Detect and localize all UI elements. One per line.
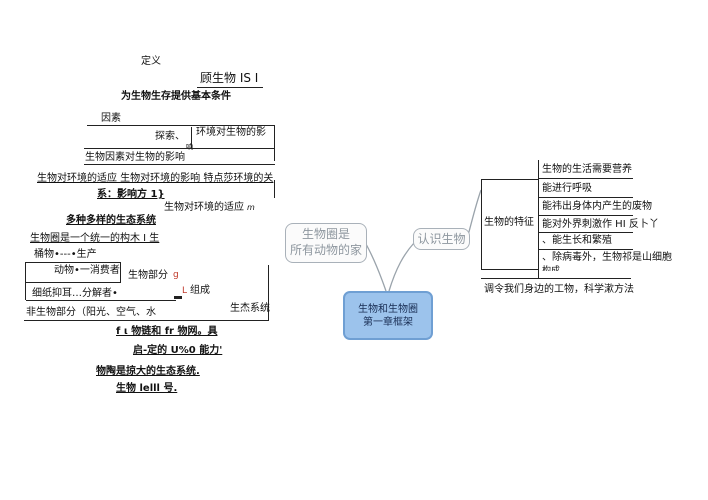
affect-line-text: 系：影响方 1}	[97, 189, 165, 200]
trait-item-7: 构成	[542, 266, 561, 271]
trait-item-3: 能祎出身体内产生的废物	[542, 201, 652, 212]
trait-item-6: 、除病毒外，生物祁是山细胞	[542, 252, 672, 263]
traits-outer-vline	[481, 179, 482, 269]
decomposer-line	[26, 300, 176, 301]
trait-sep-1	[538, 178, 633, 179]
largest-ecosystem-text: 物陶是掠大的生态系统.	[96, 366, 200, 377]
trait-item-1: 生物的生活需要营养	[542, 164, 632, 175]
bio-factor-bottom-line	[84, 164, 275, 165]
provide-conditions-text: 为生物生存提供基本条件	[121, 91, 231, 102]
producer-line	[26, 262, 121, 263]
ecosystem-label: 生杰系统	[230, 303, 270, 314]
decomposer-text: 细纸抑耳…分解者•	[32, 288, 118, 299]
biosphere-branch-line1: 生物圈是	[301, 227, 350, 241]
composition-mark: L	[182, 286, 188, 296]
bio-factor-top-line	[84, 148, 275, 149]
bio-part-mark: g	[173, 270, 179, 280]
trait-item-5: 、能生长和繁殖	[542, 235, 612, 246]
bio-env-adapt-text: 生物对环境的适应	[164, 202, 244, 213]
env-effect-tail: 响	[186, 143, 193, 151]
central-node-line2: 第一章框架	[363, 316, 413, 328]
trait-sep-3	[538, 215, 633, 216]
factors-label: 因素	[101, 113, 121, 124]
traits-label: 生物的特征	[484, 217, 534, 228]
consumer-text: 动物•一消费者	[54, 265, 120, 276]
biosphere-branch-node: 生物圈是 所有动物的家	[285, 223, 367, 263]
adapt-relations-text: 生物对环境的适应 生物对环境的影响 特点莎环境的关	[37, 173, 274, 184]
trait-sep-4	[538, 232, 633, 233]
traits-inner-vline	[538, 160, 539, 278]
factors-vline	[274, 125, 275, 161]
adapt-vline	[274, 180, 275, 198]
diverse-ecosystems-text: 多种多样的生态系统	[66, 215, 156, 226]
trait-sep-5	[538, 249, 633, 250]
nonbio-line	[24, 320, 269, 321]
trait-item-2: 能进行呼吸	[542, 183, 592, 194]
trait-sep-2	[538, 197, 633, 198]
capacity-text: 启-定的 U%0 能力'	[133, 345, 223, 356]
group-vline-left	[25, 262, 26, 300]
definition-label: 定义	[141, 56, 161, 67]
survey-text: 调令我们身边的工物，科学漱方法	[484, 284, 634, 295]
consumer-line	[26, 282, 121, 283]
nonbio-part-text: 非生物部分（阳光、空气、水	[26, 307, 156, 318]
know-organisms-label: 认识生物	[417, 232, 466, 246]
biosphere-title: 顾生物 IS I	[200, 71, 259, 85]
traits-outer-top	[481, 179, 538, 180]
ecosystem-vline	[268, 265, 269, 320]
central-node-line1: 生物和生物圈	[358, 303, 418, 315]
composition-marker	[174, 296, 182, 299]
foodchain-text: f ι 物链和 fr 物网。具	[116, 326, 218, 337]
producer-text: 桶物•---•生产	[34, 249, 97, 260]
factors-hline	[87, 125, 275, 126]
env-effect-text: 环境对生物的影	[196, 127, 266, 138]
traits-outer-bottom	[481, 269, 538, 270]
biosphere-branch-line2: 所有动物的家	[289, 243, 362, 257]
know-organisms-branch-node: 认识生物	[413, 228, 470, 250]
unified-whole-text: 生物圈是一个统一的构木 I 生	[30, 233, 160, 244]
bio-factor-text: 生物因素对生物的影响	[85, 152, 185, 163]
central-node: 生物和生物圈 第一章框架	[343, 291, 433, 340]
survey-top-line	[481, 278, 631, 279]
trait-item-4: 能对外界刺激作 HI 反卜丫	[542, 219, 659, 230]
explore-vline	[191, 127, 192, 149]
title-underline	[197, 87, 263, 88]
bio-env-adapt-mark: m	[247, 203, 255, 212]
explore-label: 探索、	[155, 131, 185, 142]
bio-part-label: 生物部分	[128, 270, 168, 281]
consumer-vline	[120, 262, 121, 282]
composition-label: 组成	[190, 285, 210, 296]
biosphere-number-text: 生物 lelll 号.	[116, 383, 178, 394]
